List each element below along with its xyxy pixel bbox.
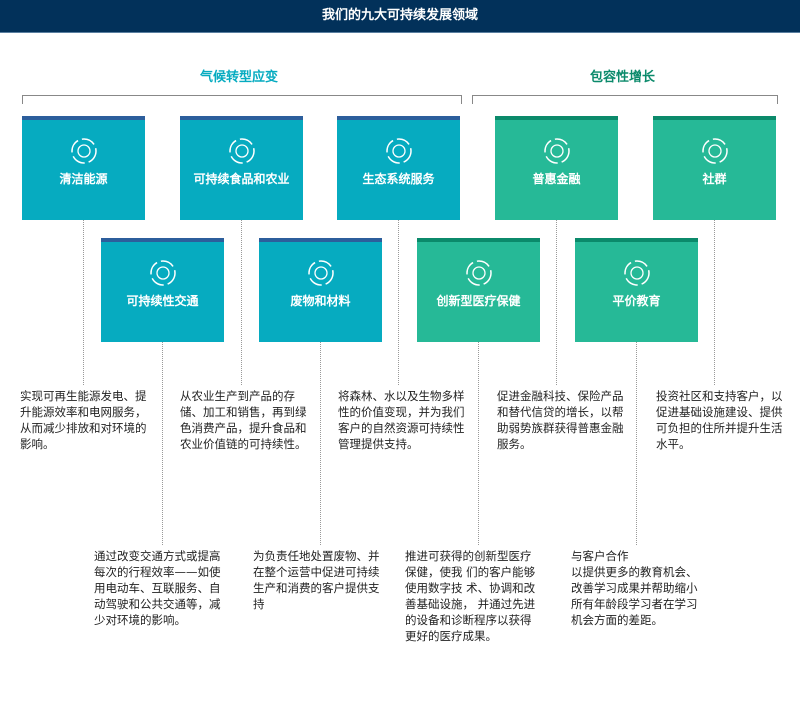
connector-line bbox=[162, 342, 163, 545]
leaf-water-icon bbox=[385, 138, 412, 164]
area-card: 生态系统服务 bbox=[337, 116, 460, 220]
community-icon bbox=[701, 138, 728, 164]
area-description: 与客户合作 以提供更多的教育机会、改善学习成果并帮助缩小所有年龄段学习者在学习机… bbox=[571, 549, 698, 627]
area-description: 从农业生产到产品的存储、加工和销售，再到绿色消费产品，提升食品和农业价值链的可持… bbox=[180, 389, 307, 451]
area-label: 可持续食品和农业 bbox=[193, 172, 290, 186]
area-description: 通过改变交通方式或提高每次的行程效率——如使用电动车、互联服务、自动驾驶和公共交… bbox=[94, 549, 221, 627]
area-description: 将森林、水以及生物多样性的价值变现，并为我们客户的自然资源可持续性管理提供支持。 bbox=[338, 389, 465, 451]
area-description: 推进可获得的创新型医疗保健，使我 们的客户能够使用数字技 术、协调和改善基础设施… bbox=[405, 549, 536, 643]
area-description: 实现可再生能源发电、提升能源效率和电网服务，从而减少排放和对环境的影响。 bbox=[20, 389, 147, 451]
area-card: 社群 bbox=[653, 116, 776, 220]
area-label: 清洁能源 bbox=[59, 172, 108, 186]
area-card: 清洁能源 bbox=[22, 116, 145, 220]
wheat-hand-icon bbox=[228, 138, 255, 164]
area-label: 可持续性交通 bbox=[126, 294, 199, 308]
area-description: 为负责任地处置废物、并在整个运营中促进可持续生产和消费的客户提供支持 bbox=[253, 549, 380, 611]
area-label: 社群 bbox=[702, 172, 727, 186]
area-description: 投资社区和支持客户，以促进基础设施建设、提供可负担的住所并提升生活水平。 bbox=[656, 389, 783, 451]
bracket-inclusive bbox=[472, 95, 778, 104]
connector-line bbox=[478, 342, 479, 545]
area-description: 促进金融科技、保险产品和替代信贷的增长，以帮助弱势族群获得普惠金融服务。 bbox=[497, 389, 624, 451]
area-card: 平价教育 bbox=[575, 238, 698, 342]
page-title: 我们的九大可持续发展领域 bbox=[0, 0, 800, 33]
solar-panel-icon bbox=[70, 138, 97, 164]
area-card: 创新型医疗保健 bbox=[417, 238, 540, 342]
connector-line bbox=[398, 220, 399, 385]
bracket-climate bbox=[22, 95, 462, 104]
area-card: 可持续性交通 bbox=[101, 238, 224, 342]
group-label-climate: 气候转型应变 bbox=[200, 70, 279, 85]
globe-icon bbox=[623, 260, 650, 286]
area-card: 可持续食品和农业 bbox=[180, 116, 303, 220]
group-label-inclusive: 包容性增长 bbox=[590, 70, 656, 85]
handshake-icon bbox=[543, 138, 570, 164]
connector-line bbox=[556, 220, 557, 385]
connector-line bbox=[241, 220, 242, 385]
area-card: 普惠金融 bbox=[495, 116, 618, 220]
area-label: 废物和材料 bbox=[290, 294, 351, 308]
area-label: 创新型医疗保健 bbox=[436, 294, 521, 308]
area-label: 平价教育 bbox=[612, 294, 661, 308]
area-card: 废物和材料 bbox=[259, 238, 382, 342]
area-label: 生态系统服务 bbox=[362, 172, 435, 186]
cube-icon bbox=[307, 260, 334, 286]
connector-line bbox=[636, 342, 637, 545]
connector-line bbox=[83, 220, 84, 385]
area-label: 普惠金融 bbox=[532, 172, 581, 186]
connector-line bbox=[714, 220, 715, 385]
medical-cross-icon bbox=[465, 260, 492, 286]
wheel-icon bbox=[149, 260, 176, 286]
connector-line bbox=[320, 342, 321, 545]
